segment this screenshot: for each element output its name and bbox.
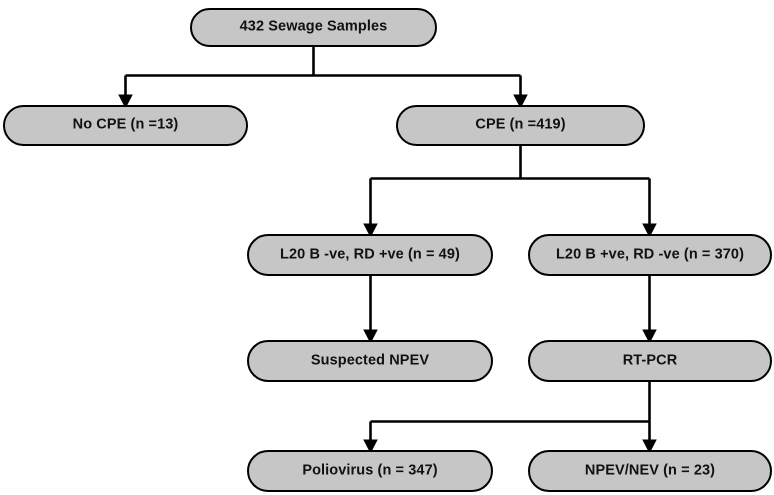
node-total-samples-label: 432 Sewage Samples <box>239 18 388 35</box>
node-total-samples: 432 Sewage Samples <box>190 8 437 47</box>
node-rt-pcr-label: RT-PCR <box>622 352 678 369</box>
node-npev-nev: NPEV/NEV (n = 23) <box>528 450 772 492</box>
node-l20b-positive-rd-negative: L20 B +ve, RD -ve (n = 370) <box>528 234 772 276</box>
node-l20b-positive-rd-negative-label: L20 B +ve, RD -ve (n = 370) <box>555 246 745 263</box>
node-no-cpe: No CPE (n =13) <box>3 105 248 146</box>
node-suspected-npev: Suspected NPEV <box>247 340 493 382</box>
node-poliovirus: Poliovirus (n = 347) <box>247 450 493 492</box>
node-l20b-negative-rd-positive-label: L20 B -ve, RD +ve (n = 49) <box>280 246 460 263</box>
node-no-cpe-label: No CPE (n =13) <box>72 116 179 133</box>
node-cpe-label: CPE (n =419) <box>475 116 566 133</box>
node-poliovirus-label: Poliovirus (n = 347) <box>302 462 438 479</box>
node-rt-pcr: RT-PCR <box>528 340 772 382</box>
node-suspected-npev-label: Suspected NPEV <box>310 352 430 369</box>
node-npev-nev-label: NPEV/NEV (n = 23) <box>584 462 716 479</box>
node-cpe: CPE (n =419) <box>396 105 645 146</box>
node-l20b-negative-rd-positive: L20 B -ve, RD +ve (n = 49) <box>247 234 493 276</box>
